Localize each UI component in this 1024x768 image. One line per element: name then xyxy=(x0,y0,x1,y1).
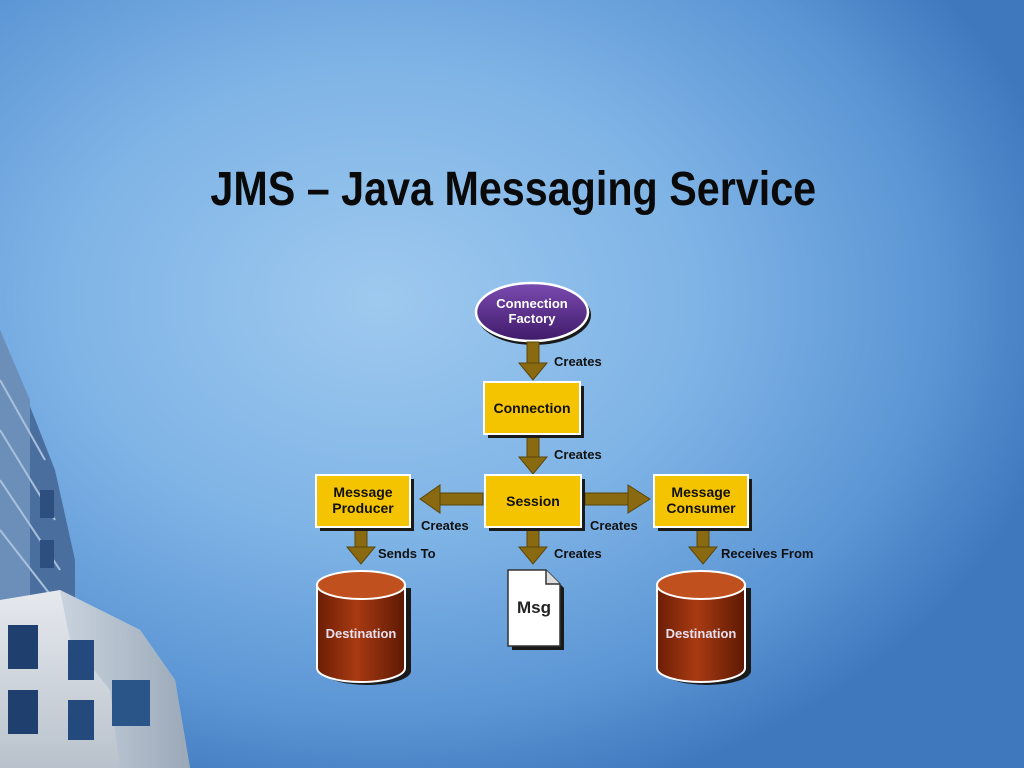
arrow-session-to-msg xyxy=(517,529,549,565)
connection-factory-label: Connection Factory xyxy=(478,296,586,326)
edge-label-session-consumer: Creates xyxy=(590,518,638,533)
message-producer-label-line2: Producer xyxy=(332,500,394,516)
message-consumer-node xyxy=(653,474,752,531)
edge-label-factory-connection: Creates xyxy=(554,354,602,369)
edge-label-producer-destination: Sends To xyxy=(378,546,436,561)
edge-label-session-msg: Creates xyxy=(554,546,602,561)
msg-document-node xyxy=(507,569,564,650)
arrow-consumer-to-destination xyxy=(687,529,719,565)
arrow-connection-to-session xyxy=(517,435,549,475)
connection-factory-label-line1: Connection xyxy=(496,296,568,311)
edge-label-consumer-destination: Receives From xyxy=(721,546,814,561)
arrow-session-to-producer xyxy=(419,484,484,514)
edge-label-session-producer: Creates xyxy=(421,518,469,533)
message-producer-node xyxy=(315,474,414,531)
destination-left-node xyxy=(316,570,411,685)
connection-factory-label-line2: Factory xyxy=(508,311,556,326)
connection-factory-node xyxy=(474,281,591,345)
message-consumer-label-line1: Message xyxy=(671,484,731,500)
message-producer-label: Message Producer xyxy=(316,484,410,516)
session-node xyxy=(484,474,585,531)
message-consumer-label: Message Consumer xyxy=(654,484,748,516)
edge-label-connection-session: Creates xyxy=(554,447,602,462)
slide-title: JMS – Java Messaging Service xyxy=(210,163,817,216)
msg-label: Msg xyxy=(517,598,551,617)
connection-node xyxy=(483,381,584,438)
arrow-session-to-consumer xyxy=(584,484,651,514)
destination-right-node xyxy=(656,570,751,685)
session-label: Session xyxy=(506,493,560,509)
arrow-factory-to-connection xyxy=(517,341,549,381)
destination-right-label: Destination xyxy=(665,626,737,641)
arrow-producer-to-destination xyxy=(345,529,377,565)
message-consumer-label-line2: Consumer xyxy=(666,500,736,516)
destination-left-label: Destination xyxy=(325,626,397,641)
message-producer-label-line1: Message xyxy=(333,484,393,500)
connection-label: Connection xyxy=(493,400,571,416)
